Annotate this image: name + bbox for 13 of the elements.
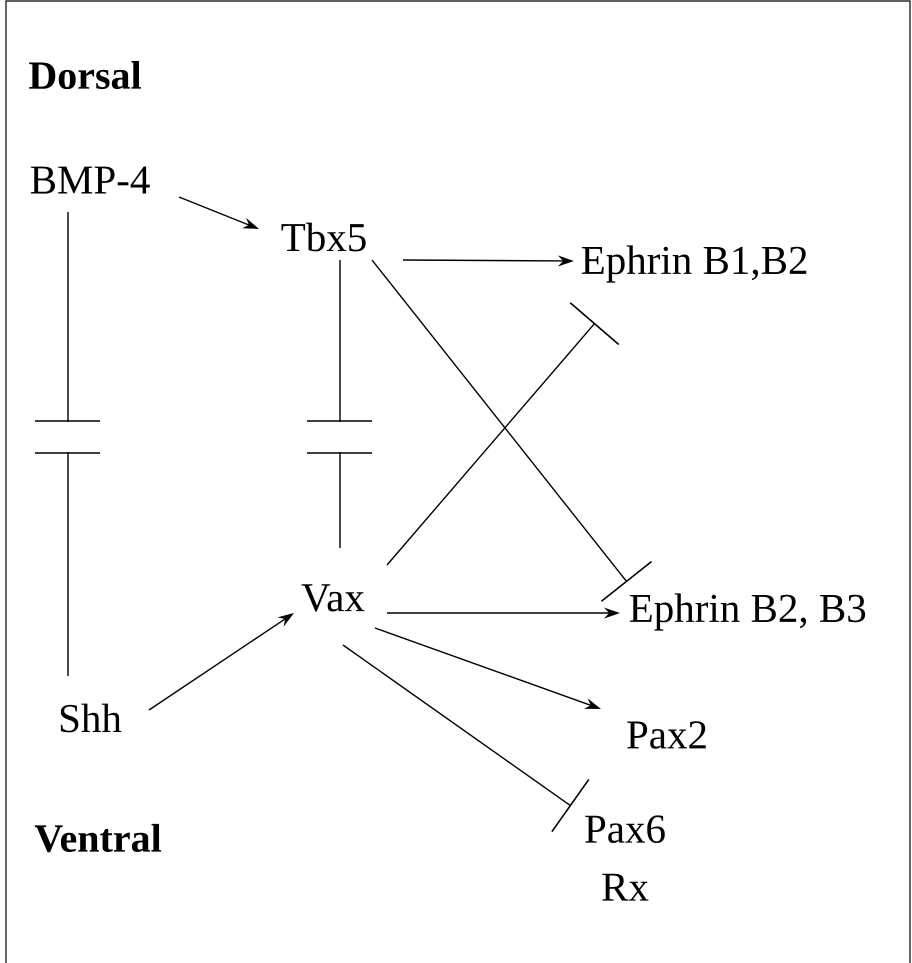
gene-label: Ephrin B1,B2 [582, 245, 806, 283]
region-label: Ventral [34, 824, 162, 852]
region-label: Dorsal [29, 60, 141, 90]
line [67, 212, 69, 676]
gene-label: Shh [60, 704, 122, 732]
inhibition-line [386, 302, 620, 566]
gene-label: Tbx5 [281, 222, 366, 252]
gene-label: Pax2 [627, 721, 706, 749]
gene-label: Pax6 Rx [585, 815, 665, 901]
gene-label: Ephrin B2, B3 [630, 593, 866, 631]
line [339, 260, 341, 548]
gene-label: Vax [302, 584, 364, 612]
gene-label: BMP-4 [30, 166, 150, 194]
